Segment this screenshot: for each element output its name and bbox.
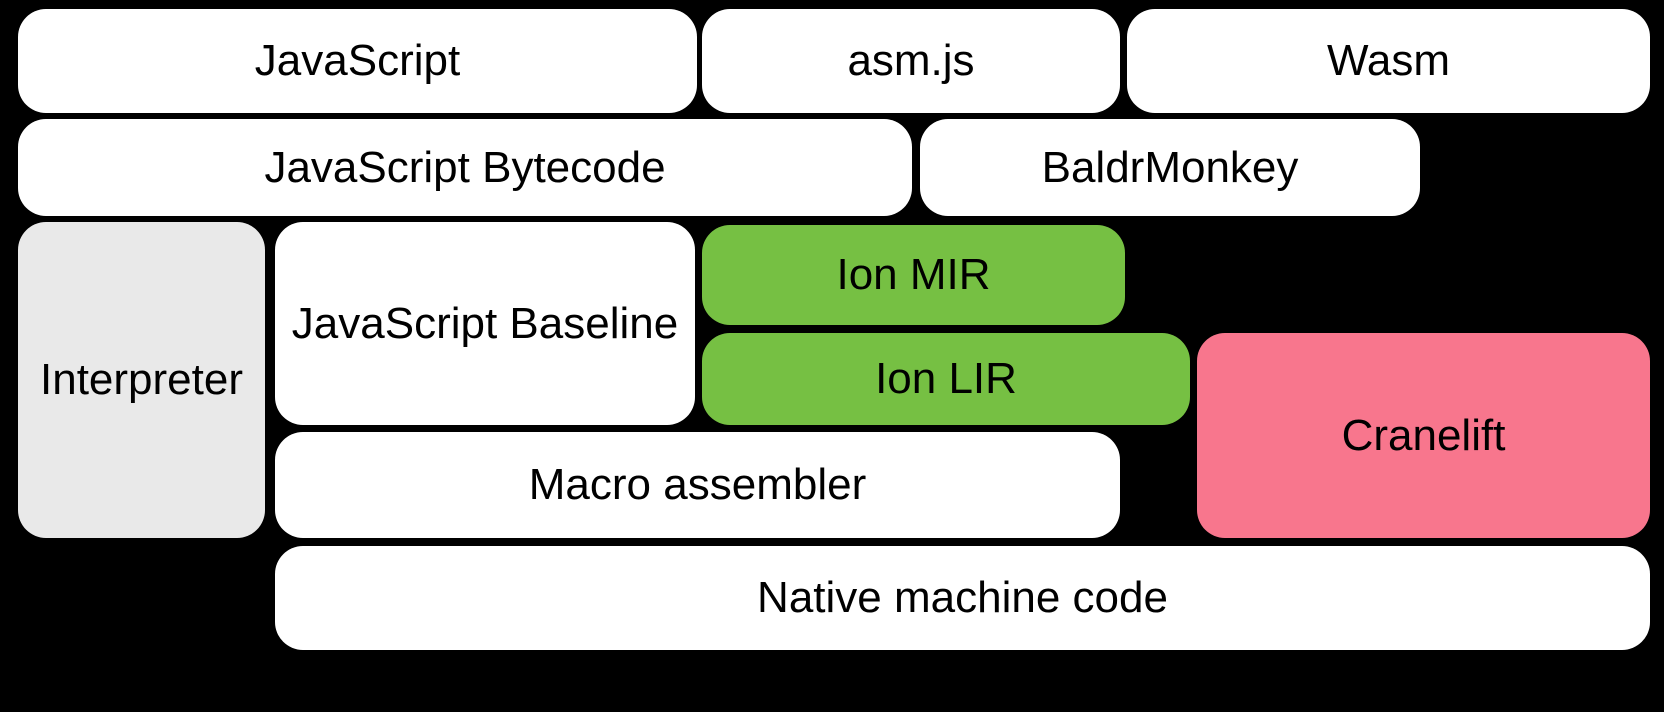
box-wasm[interactable]: Wasm [1127, 9, 1650, 113]
box-cranelift[interactable]: Cranelift [1197, 333, 1650, 538]
box-macro-assembler[interactable]: Macro assembler [275, 432, 1120, 538]
box-baldrmonkey[interactable]: BaldrMonkey [920, 119, 1420, 216]
box-javascript-bytecode[interactable]: JavaScript Bytecode [18, 119, 912, 216]
box-ion-mir[interactable]: Ion MIR [702, 225, 1125, 325]
box-interpreter[interactable]: Interpreter [18, 222, 265, 538]
box-asm-js[interactable]: asm.js [702, 9, 1120, 113]
box-native-machine-code[interactable]: Native machine code [275, 546, 1650, 650]
box-javascript[interactable]: JavaScript [18, 9, 697, 113]
box-javascript-baseline[interactable]: JavaScript Baseline [275, 222, 695, 425]
box-ion-lir[interactable]: Ion LIR [702, 333, 1190, 425]
